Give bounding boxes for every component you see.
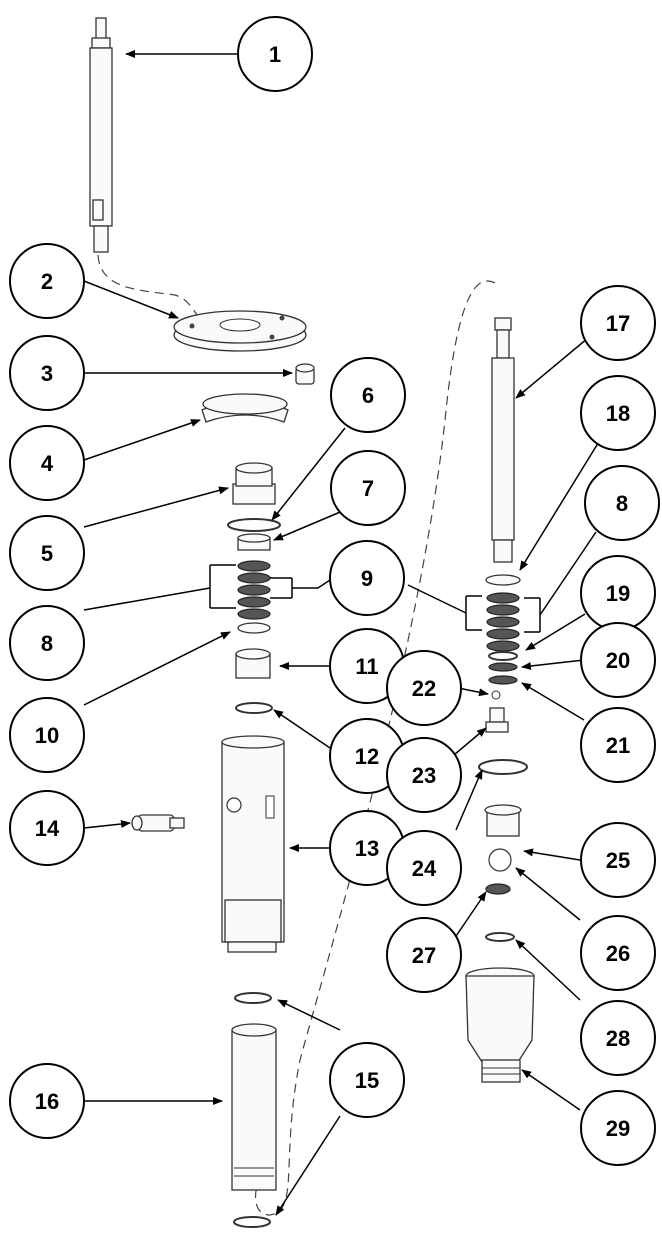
leader-lines [83, 50, 601, 1216]
callout-5: 5 [9, 515, 85, 591]
part-15-o-ring-bottom [233, 1216, 271, 1228]
callout-label: 7 [362, 476, 374, 501]
callout-8-right: 8 [584, 465, 660, 541]
callout-label: 24 [412, 856, 437, 881]
part-13-pump-body [221, 735, 285, 953]
part-14-fitting [131, 814, 185, 832]
callout-6: 6 [330, 357, 406, 433]
part-11-sleeve [235, 648, 271, 679]
part-26-ball [488, 848, 512, 872]
callout-label: 5 [41, 541, 53, 566]
callout-15-top: 15 [329, 1042, 405, 1118]
callout-label: 27 [412, 943, 436, 968]
callout-label: 14 [35, 816, 60, 841]
part-7-bushing [237, 533, 271, 551]
callout-20: 20 [580, 622, 656, 698]
callout-label: 21 [606, 733, 630, 758]
callout-label: 29 [606, 1116, 630, 1141]
part-17-rod [491, 317, 515, 563]
part-8-9-seal-stack-left [237, 560, 271, 634]
callout-23: 23 [386, 737, 462, 813]
callout-9-left: 9 [329, 540, 405, 616]
callout-label: 22 [412, 676, 436, 701]
callout-label: 16 [35, 1089, 59, 1114]
callout-4: 4 [9, 425, 85, 501]
callout-21: 21 [580, 707, 656, 783]
callout-18: 18 [580, 375, 656, 451]
part-18-19-20-21-seal-stack-right [485, 574, 521, 685]
part-3-nut [295, 363, 315, 385]
callout-24: 24 [386, 830, 462, 906]
part-6-washer [227, 518, 281, 532]
part-4-ring-nut [201, 393, 289, 423]
callout-label: 25 [606, 848, 630, 873]
callout-label: 1 [269, 42, 281, 67]
callout-13: 13 [329, 810, 405, 886]
callout-17: 17 [580, 285, 656, 361]
callout-12: 12 [329, 718, 405, 794]
part-1-rod [89, 17, 113, 253]
callout-14: 14 [9, 790, 85, 866]
callout-label: 4 [41, 451, 54, 476]
part-15-o-ring-top [234, 992, 272, 1004]
callout-22: 22 [386, 650, 462, 726]
part-22-ball [491, 690, 501, 700]
callout-label: 26 [606, 941, 630, 966]
callout-3: 3 [9, 335, 85, 411]
callout-26: 26 [580, 915, 656, 991]
callout-27: 27 [386, 917, 462, 993]
callout-7: 7 [330, 450, 406, 526]
part-12-o-ring [235, 702, 273, 714]
callout-label: 23 [412, 763, 436, 788]
callout-1: 1 [237, 16, 313, 92]
callout-label: 19 [606, 581, 630, 606]
part-24-gasket [478, 759, 528, 775]
part-16-cylinder [231, 1023, 277, 1191]
callout-label: 28 [606, 1026, 630, 1051]
part-2-plate [173, 310, 307, 352]
part-25-cage [484, 804, 522, 837]
part-29-foot-valve-housing [465, 967, 535, 1083]
callout-label: 3 [41, 361, 53, 386]
part-28-o-ring [485, 932, 515, 942]
callout-label: 12 [355, 744, 379, 769]
callout-10: 10 [9, 697, 85, 773]
callout-label: 18 [606, 401, 630, 426]
part-5-gland-nut [232, 462, 276, 505]
callout-19: 19 [580, 555, 656, 631]
callout-label: 9 [361, 566, 373, 591]
callout-label: 11 [355, 654, 378, 679]
part-27-seat [485, 883, 511, 895]
callout-label: 8 [616, 491, 628, 516]
callout-28: 28 [580, 1000, 656, 1076]
callout-label: 20 [606, 648, 630, 673]
callout-label: 17 [606, 311, 630, 336]
callout-8-left: 8 [9, 605, 85, 681]
callout-25: 25 [580, 822, 656, 898]
part-23-valve-seat [485, 707, 509, 733]
callout-label: 13 [355, 836, 379, 861]
callout-2: 2 [9, 243, 85, 319]
callout-16: 16 [9, 1063, 85, 1139]
callout-29: 29 [580, 1090, 656, 1166]
callout-label: 6 [362, 383, 374, 408]
callout-label: 8 [41, 631, 53, 656]
callout-label: 2 [41, 269, 53, 294]
assembly-guide-lines [97, 254, 496, 1216]
callout-label: 15 [355, 1068, 379, 1093]
callout-label: 10 [35, 723, 59, 748]
